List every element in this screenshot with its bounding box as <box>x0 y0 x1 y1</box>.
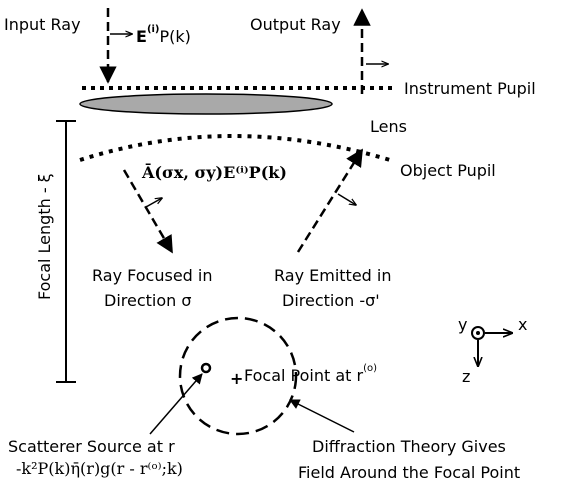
focused-ray-line <box>122 169 174 254</box>
lens-label: Lens <box>370 117 407 136</box>
focal-point-label: Focal Point at r(o) <box>244 363 377 385</box>
focused-ray-polarization-arrow <box>145 198 162 208</box>
axis-x-label: x <box>518 315 527 334</box>
input-field-label: E(i)P(k) <box>136 24 191 46</box>
ray-focused-label-line1: Ray Focused in <box>92 266 213 285</box>
focal-region-circle <box>178 316 298 436</box>
output-ray-label: Output Ray <box>250 15 341 34</box>
axis-z-label: z <box>462 367 470 386</box>
scatterer-label-line1: Scatterer Source at r <box>8 437 175 456</box>
axis-origin-dot <box>476 331 480 335</box>
focal-point-marker: + <box>230 369 243 388</box>
diffraction-callout-arrow <box>289 399 355 433</box>
diffraction-label-line2: Field Around the Focal Point <box>298 463 520 482</box>
focal-length-label: Focal Length - ξ <box>35 173 54 300</box>
object-pupil-label: Object Pupil <box>400 161 496 180</box>
pupil-field-label: Ā(σx, σy)E⁽ⁱ⁾P(k) <box>141 162 287 182</box>
object-pupil-arc <box>79 134 391 162</box>
instrument-pupil-label: Instrument Pupil <box>404 79 536 98</box>
input-ray-label: Input Ray <box>4 15 81 34</box>
scatterer-callout-arrow <box>149 373 203 435</box>
axis-y-label: y <box>458 315 467 334</box>
emitted-ray-polarization-arrow <box>337 193 356 205</box>
ray-focused-label-line2: Direction σ <box>104 291 192 310</box>
scatterer-point <box>200 362 212 374</box>
emitted-ray-line <box>296 148 364 253</box>
scatterer-label-line2: -k²P(k)η̄(r)g(r - r⁽ᵒ⁾;k) <box>16 459 183 478</box>
ray-emitted-label-line2: Direction -σ' <box>282 291 380 310</box>
diffraction-label-line1: Diffraction Theory Gives <box>312 437 506 456</box>
lens-shape <box>79 93 333 115</box>
ray-emitted-label-line1: Ray Emitted in <box>274 266 391 285</box>
